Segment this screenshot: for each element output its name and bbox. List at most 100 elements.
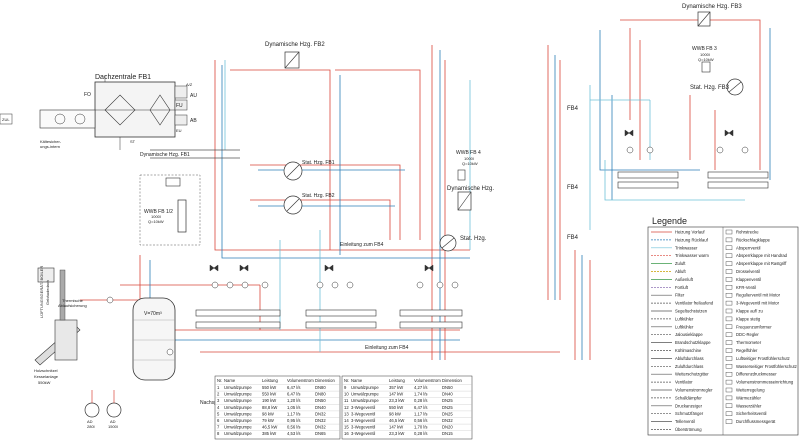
- label-fb4-c: FB4: [567, 106, 579, 112]
- label-ablaufsicherung: Ablaufsicherung: [58, 303, 87, 308]
- label-wwb-fb4: WWB FB 4: [456, 150, 481, 156]
- legend-item: Ventilator: [675, 380, 693, 385]
- legend-item: Rückschlagklappe: [736, 237, 771, 242]
- table-cell: 357 kW: [389, 385, 403, 390]
- label-fb4-a: FB4: [567, 185, 579, 191]
- label-einl-fb4-b: Einleitung zum FB4: [365, 345, 409, 351]
- label-kessel-kw: 550kW: [38, 380, 51, 385]
- table-cell: 1,20 l/s: [287, 398, 301, 403]
- table-cell: DN32: [315, 411, 326, 416]
- legend-item: Drosselventil: [736, 269, 760, 274]
- table-cell: 15: [344, 425, 349, 430]
- label-wwb-fb12: WWB FB 1/2: [144, 209, 173, 215]
- legend-symbol: [725, 324, 733, 329]
- buffer-tank: [132, 297, 176, 381]
- table-cell: 7: [217, 425, 220, 430]
- legend-item: Heizung Rücklauf: [675, 237, 709, 242]
- label-wwb-fb3-kw: Q=10kW: [698, 57, 714, 62]
- table-cell: 4,27 l/s: [414, 385, 428, 390]
- legend-item: Segeltuchstutzen: [675, 309, 708, 314]
- radiator-fb3: [726, 78, 744, 96]
- table-cell: 46,5 kW: [389, 418, 404, 423]
- legend-item: Fortluft: [675, 285, 689, 290]
- table-cell: Umwälzpumpe: [224, 405, 252, 410]
- legend-item: Wetterregelung: [736, 388, 765, 393]
- table-cell: DN80: [315, 385, 326, 390]
- legend-item: Regelfühler: [736, 348, 758, 353]
- label-wwb-fb3-vol: 1000l: [700, 52, 710, 57]
- label-stat-hzg: Stat. Hzg.: [460, 236, 487, 242]
- table-cell: 16: [344, 431, 349, 436]
- table-cell: 11: [344, 398, 349, 403]
- legend-item: Zuluft: [675, 261, 686, 266]
- legend-symbol: [725, 411, 733, 416]
- table-cell: DN32: [442, 418, 453, 423]
- label-thermische: Thermische: [62, 298, 84, 303]
- table-cell: 0,28 l/s: [414, 398, 428, 403]
- legend-item: Klappenventil: [736, 277, 761, 282]
- legend-item: Differenzdruckmesser: [736, 372, 777, 377]
- label-volume: V=70m³: [144, 311, 162, 317]
- label-holzschnitzel: Holzschnitzel: [34, 368, 58, 373]
- table-cell: 6: [217, 418, 220, 423]
- table-header: Nr.: [217, 378, 222, 383]
- heat-exchanger-fb2: [284, 51, 300, 69]
- legend-symbol: [725, 379, 733, 385]
- table-cell: Umwälzpumpe: [224, 392, 252, 397]
- label-eu: EU: [176, 128, 182, 133]
- legend-symbol: [725, 293, 733, 298]
- legend-item: Klappe stetig: [736, 316, 761, 321]
- label-fu: FU: [176, 103, 183, 109]
- legend-item: Thermometer: [736, 340, 762, 345]
- table-cell: 190 kW: [262, 398, 276, 403]
- legend-symbol: [725, 308, 733, 314]
- table-cell: 4,53 l/s: [287, 431, 301, 436]
- label-stat-fb3: Stat. Hzg. FB3: [690, 85, 730, 91]
- legend-symbol: [725, 340, 733, 345]
- legend-symbol: [725, 285, 733, 290]
- legend-item: Rohrstrecke: [736, 230, 759, 235]
- table-cell: 6,47 l/s: [414, 405, 428, 410]
- table-cell: 147 kW: [389, 392, 403, 397]
- table-cell: DN80: [315, 392, 326, 397]
- table-cell: 9: [344, 385, 347, 390]
- table-cell: Umwälzpumpe: [224, 425, 252, 430]
- legend-item: Luftkühler: [675, 316, 694, 321]
- expansion-vessels: [84, 390, 122, 418]
- table-header: Dimension: [315, 378, 335, 383]
- label-wwb-fb3: WWB FB 3: [692, 46, 717, 52]
- legend-item: 3-Wegeventil mit Motor: [736, 301, 780, 306]
- table-cell: 550 kW: [262, 392, 276, 397]
- legend-item: Absperrklappe mit Handrad: [736, 253, 788, 258]
- legend-item: Ventilator freilaufend: [675, 301, 714, 306]
- pump-table-right: [341, 375, 473, 440]
- radiator-stat-hzg: [439, 234, 457, 252]
- legend-item: Abluftdurchlass: [675, 356, 704, 361]
- table-cell: 23,3 kW: [389, 398, 404, 403]
- table-cell: DN32: [315, 418, 326, 423]
- legend-symbol: [725, 332, 733, 337]
- table-cell: 1,17 l/s: [414, 411, 428, 416]
- table-cell: 3-Wegeventil: [351, 431, 375, 436]
- label-ad-b-size: 1500l: [108, 424, 118, 429]
- table-cell: DN25: [442, 405, 453, 410]
- label-ab: AB: [190, 118, 197, 124]
- table-header: Nr.: [344, 378, 349, 383]
- table-cell: 5: [217, 411, 220, 416]
- table-cell: 3-Wegeventil: [351, 411, 375, 416]
- legend-item: Schalldämpfer: [675, 395, 702, 400]
- table-cell: DN32: [315, 425, 326, 430]
- legend-item: Brandschutzklappe: [675, 340, 711, 345]
- label-st: ST: [130, 139, 136, 144]
- table-cell: 14: [344, 418, 349, 423]
- legend-item: Überströmung: [675, 427, 702, 432]
- legend-symbol: [725, 277, 733, 282]
- legend-item: Durchflussmessgerät: [736, 419, 776, 424]
- table-header: Leistung: [389, 378, 406, 383]
- label-stat-fb2: Stat. Hzg. FB2: [302, 193, 335, 199]
- heat-exchanger-fb3: [697, 11, 711, 27]
- legend-item: Filter: [675, 293, 685, 298]
